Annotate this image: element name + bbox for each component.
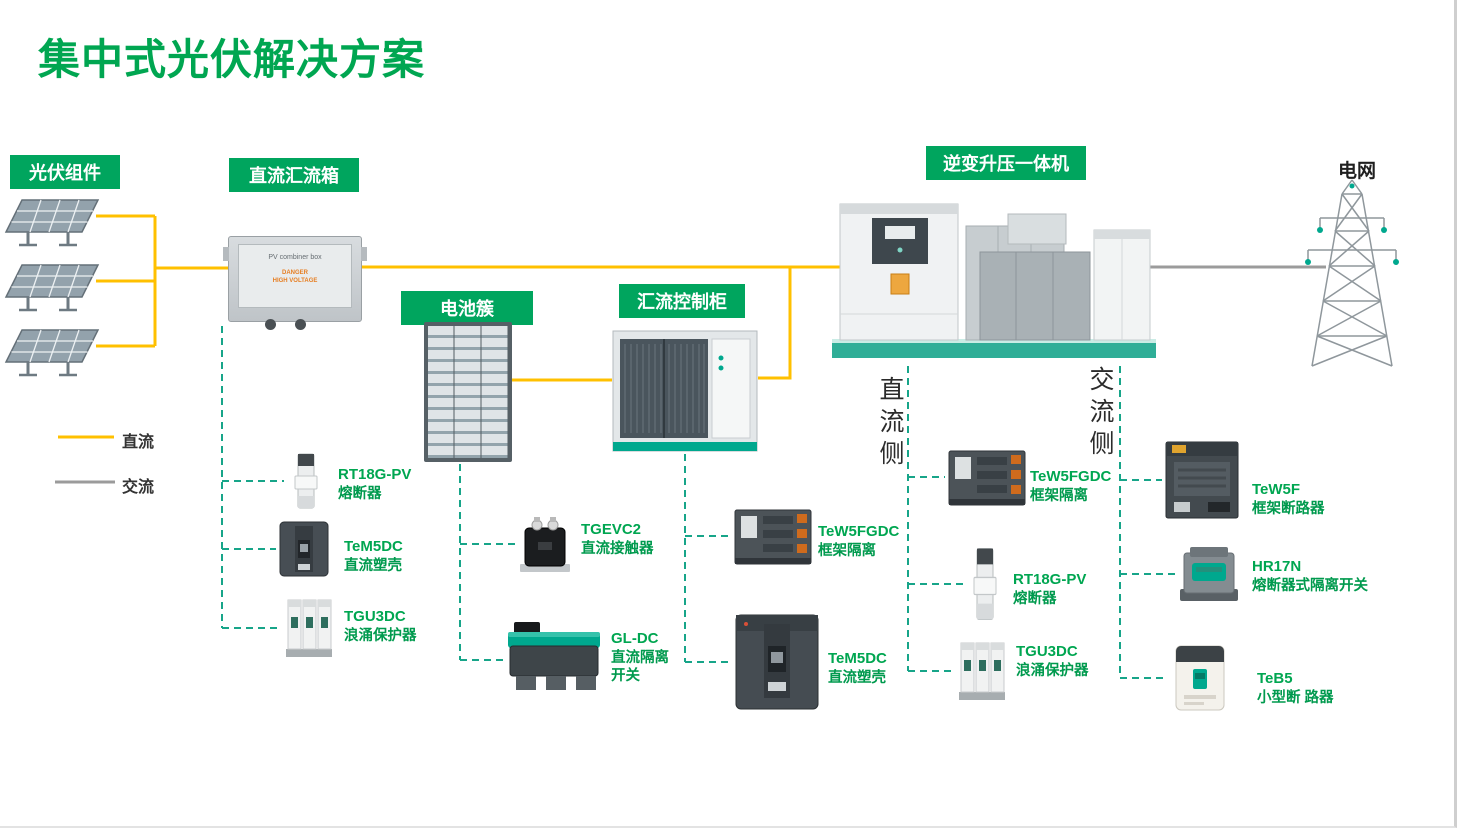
component-name: TGEVC2	[581, 521, 642, 538]
photo-rt18g-pv-fuse-left	[286, 452, 326, 515]
label-dc-combiner-box: 直流汇流箱	[229, 158, 359, 192]
battery-rack-illustration	[424, 322, 512, 462]
component-desc: 浪涌保护器	[344, 627, 417, 644]
photo-gl-dc-isolator	[506, 620, 602, 701]
dc-side-label: 直流侧	[876, 376, 904, 472]
component-desc: 小型断 路器	[1257, 689, 1334, 706]
photo-hr17n	[1178, 545, 1240, 608]
component-name: TeW5FGDC	[818, 523, 900, 540]
component-label-rt18g-pv-dc-side: RT18G-PV 熔断器	[1013, 571, 1086, 608]
component-desc: 框架隔离	[818, 542, 876, 559]
component-label-tgevc2: TGEVC2 直流接触器	[581, 521, 654, 558]
pv-combiner-box-illustration: PV combiner box DANGER HIGH VOLTAGE	[223, 236, 367, 330]
component-label-tew5f: TeW5F 框架断路器	[1252, 481, 1325, 518]
photo-tgu3dc-dc-side	[957, 640, 1007, 707]
photo-tem5dc-left	[278, 520, 330, 583]
photo-tew5fgdc-cabinet	[733, 504, 813, 573]
component-label-rt18g-pv-left: RT18G-PV 熔断器	[338, 466, 411, 503]
cable-gland	[265, 319, 276, 330]
component-name: TeM5DC	[828, 650, 887, 667]
component-desc: 直流接触器	[581, 540, 654, 557]
photo-tem5dc-large	[732, 612, 822, 717]
label-battery-cluster: 电池簇	[401, 291, 533, 325]
component-name: TeB5	[1257, 670, 1293, 687]
component-name: RT18G-PV	[338, 466, 412, 483]
component-label-tgu3dc-dc-side: TGU3DC 浪涌保护器	[1016, 643, 1089, 680]
component-desc: 框架隔离	[1030, 487, 1088, 504]
transmission-tower-illustration	[1296, 176, 1408, 377]
component-desc: 直流塑壳	[344, 557, 402, 574]
component-name: TeM5DC	[344, 538, 403, 555]
label-pv-modules: 光伏组件	[10, 155, 120, 189]
combiner-box-danger-text: DANGER HIGH VOLTAGE	[272, 270, 318, 285]
label-combiner-control-cabinet: 汇流控制柜	[619, 284, 745, 318]
photo-tew5f-ac-side	[1164, 438, 1240, 527]
label-grid: 电网	[1338, 161, 1377, 182]
component-label-tgu3dc-left: TGU3DC 浪涌保护器	[344, 608, 417, 645]
component-name: TeW5FGDC	[1030, 468, 1112, 485]
component-name: GL-DC	[611, 630, 659, 647]
photo-tew5fgdc-dc-side	[947, 445, 1027, 514]
component-label-tem5dc-left: TeM5DC 直流塑壳	[344, 538, 403, 575]
component-name: TGU3DC	[1016, 643, 1078, 660]
component-desc: 熔断器	[1013, 590, 1057, 607]
photo-tgevc2-contactor	[518, 516, 572, 579]
component-label-tew5fgdc-cabinet: TeW5FGDC 框架隔离	[818, 523, 899, 560]
legend-ac-label: 交流	[122, 479, 155, 496]
inverter-station-illustration	[828, 196, 1160, 369]
component-desc: 浪涌保护器	[1016, 662, 1089, 679]
component-desc: 直流隔离 开关	[611, 649, 669, 684]
combiner-box-product-text: PV combiner box	[268, 254, 322, 261]
photo-rt18g-pv-fuse-dc-side	[965, 546, 1005, 627]
component-desc: 直流塑壳	[828, 669, 886, 686]
component-desc: 框架断路器	[1252, 500, 1325, 517]
component-name: TeW5F	[1252, 481, 1301, 498]
component-label-hr17n: HR17N 熔断器式隔离开关	[1252, 558, 1368, 595]
photo-teb5	[1168, 643, 1232, 718]
component-desc: 熔断器	[338, 485, 382, 502]
component-label-tem5dc-large: TeM5DC 直流塑壳	[828, 650, 887, 687]
legend-dc-label: 直流	[122, 434, 155, 451]
component-name: TGU3DC	[344, 608, 406, 625]
solar-panels-illustration	[2, 192, 152, 387]
component-label-tew5fgdc-dc-side: TeW5FGDC 框架隔离	[1030, 468, 1111, 505]
ac-side-label: 交流侧	[1086, 366, 1114, 462]
page-title: 集中式光伏解决方案	[38, 36, 426, 83]
label-inverter-booster: 逆变升压一体机	[926, 146, 1086, 180]
cable-gland	[295, 319, 306, 330]
component-label-teb5: TeB5 小型断 路器	[1257, 670, 1334, 707]
component-desc: 熔断器式隔离开关	[1252, 577, 1368, 594]
control-cabinet-illustration	[612, 330, 758, 457]
component-label-gl-dc: GL-DC 直流隔离 开关	[611, 630, 669, 685]
component-name: RT18G-PV	[1013, 571, 1087, 588]
photo-tgu3dc-left	[284, 597, 334, 664]
component-name: HR17N	[1252, 558, 1302, 575]
